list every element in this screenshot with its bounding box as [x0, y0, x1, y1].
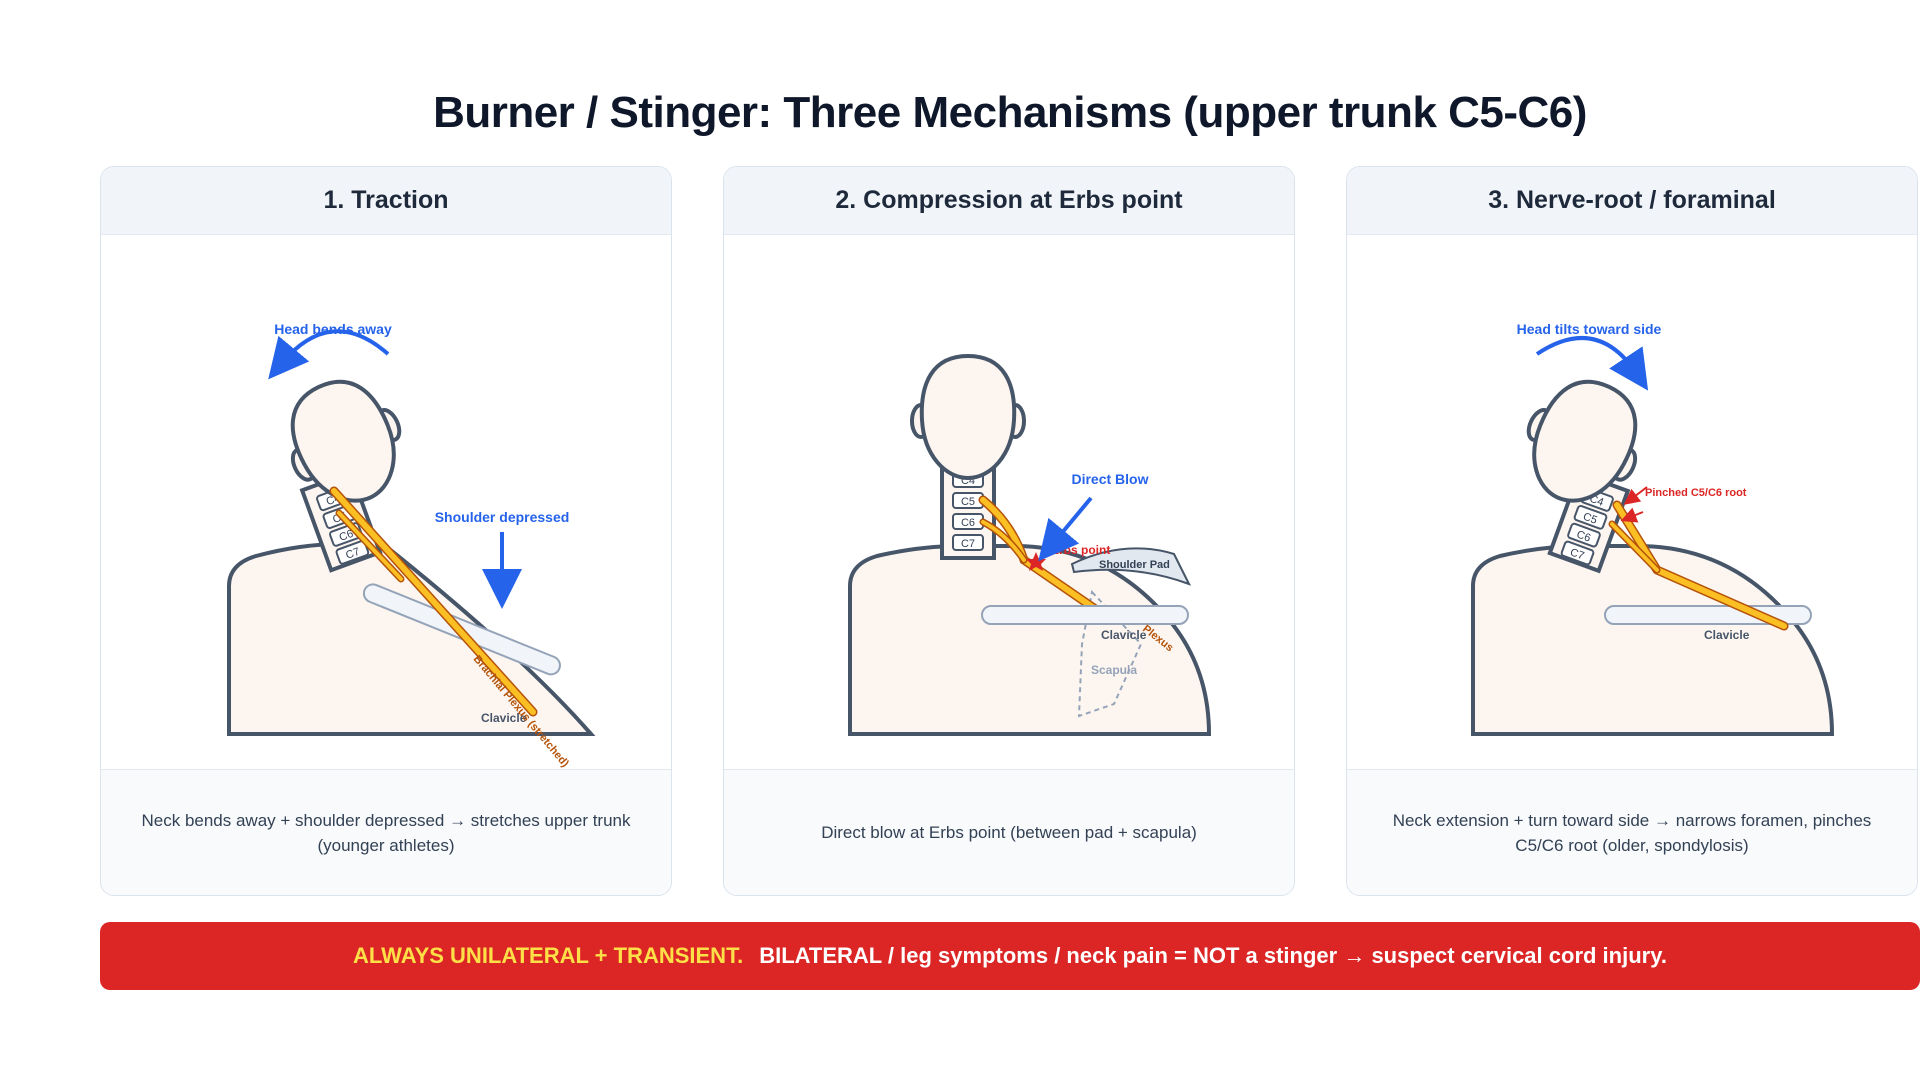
vertebra-label: C6 [338, 528, 355, 544]
nerve-root-diagram: C4 C5 C6 C7 Clavicle Pinched C5/C6 root … [1471, 321, 1835, 736]
head [290, 379, 402, 503]
blow-arrow [1038, 496, 1093, 562]
vertebra-label: C6 [961, 517, 975, 529]
vertebra-label: C7 [344, 546, 361, 562]
clavicle-label: Clavicle [1101, 628, 1147, 642]
vertebra-c7: C7 [952, 534, 984, 551]
compression-diagram: C4 C5 C6 C7 Scapula Shoulder Pad Clavicl… [848, 353, 1212, 736]
warning-text: BILATERAL / leg symptoms / neck pain = N… [759, 943, 1667, 968]
panel-compression: 2. Compression at Erbs point C4 C5 C6 C7… [723, 166, 1295, 896]
torso [1471, 544, 1835, 736]
vertebra-label: C6 [1575, 529, 1592, 545]
scapula-label: Scapula [1091, 663, 1137, 677]
vertebra-label: C5 [961, 496, 975, 508]
pinch-arrow [1620, 507, 1644, 523]
erbs-point-star [1026, 552, 1046, 571]
warning-banner: ALWAYS UNILATERAL + TRANSIENT. BILATERAL… [100, 922, 1920, 990]
vertebra-c7: C7 [1560, 540, 1595, 566]
vertebra-label: C7 [1568, 546, 1585, 562]
pad-label: Shoulder Pad [1099, 559, 1170, 571]
pinch-arrow [1623, 486, 1648, 505]
panel-caption: Neck bends away + shoulder depressed → s… [101, 769, 671, 895]
vertebra-c5: C5 [952, 492, 984, 509]
head [1526, 379, 1638, 503]
vertebra-label: C7 [961, 538, 975, 550]
traction-diagram: C4 C5 C6 C7 Clavicle Brachial Plexus (st… [227, 321, 596, 768]
shoulder-label: Shoulder depressed [435, 509, 570, 525]
head-label: Head tilts toward side [1517, 321, 1662, 337]
scapula [1077, 589, 1143, 718]
vertebra-label: C5 [1581, 511, 1598, 527]
panel-caption: Direct blow at Erbs point (between pad +… [724, 769, 1294, 895]
vertebra-c6: C6 [1567, 522, 1601, 548]
head-arrow [1535, 336, 1649, 391]
clavicle-label: Clavicle [481, 711, 527, 725]
clavicle-label: Clavicle [1704, 628, 1750, 642]
head-label: Head bends away [274, 321, 392, 337]
blow-label: Direct Blow [1071, 471, 1148, 487]
shoulder-pad [1070, 547, 1192, 586]
head-arrow [268, 329, 390, 380]
panel-heading: 3. Nerve-root / foraminal [1347, 167, 1917, 235]
pinched-label: Pinched C5/C6 root [1645, 487, 1747, 499]
panel-traction: 1. Traction C4 C5 C6 C7 Clavicle [100, 166, 672, 896]
warning-highlight: ALWAYS UNILATERAL + TRANSIENT. [353, 943, 744, 968]
panel-nerve-root: 3. Nerve-root / foraminal C4 C5 C6 C7 Cl… [1346, 166, 1918, 896]
vertebra-c5: C5 [1573, 504, 1608, 530]
erbs-label: Erbs point [1051, 543, 1110, 557]
page-title: Burner / Stinger: Three Mechanisms (uppe… [433, 88, 1587, 137]
head [910, 353, 1026, 481]
clavicle [981, 605, 1189, 625]
panel-caption: Neck extension + turn toward side → narr… [1347, 769, 1917, 895]
vertebra-c6: C6 [952, 513, 984, 530]
panel-heading: 1. Traction [101, 167, 671, 235]
panel-heading: 2. Compression at Erbs point [724, 167, 1294, 235]
